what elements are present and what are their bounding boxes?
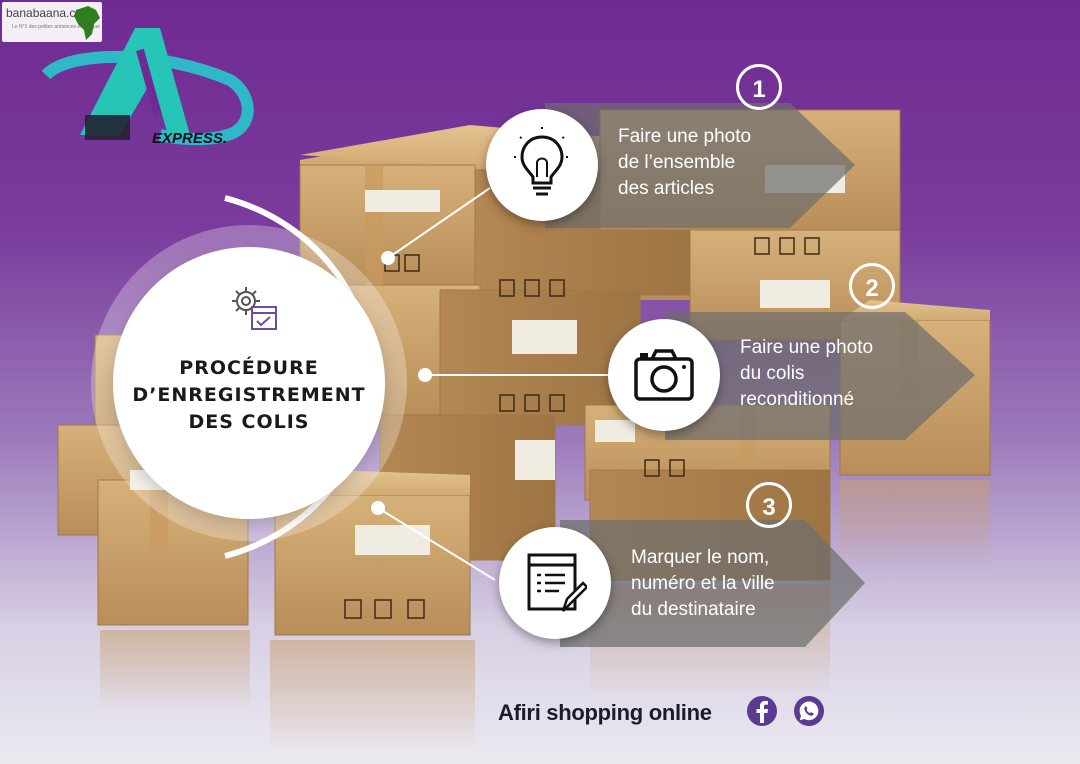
connector-dot-3	[371, 501, 385, 515]
main-title-line-2: D’ENREGISTREMENT	[132, 384, 366, 406]
step-2-line-1: Faire une photo	[740, 337, 874, 358]
main-title-line-3: DES COLIS	[188, 411, 310, 433]
step-3-text: Marquer le nom, numéro et la ville du de…	[631, 545, 775, 623]
footer-shop-name: Afiri shopping online	[498, 700, 712, 725]
step-1-line-3: des articles	[618, 178, 715, 199]
step-3-line-3: du destinataire	[631, 599, 756, 620]
step-2-line-3: reconditionné	[740, 389, 855, 410]
watermark-tagline: Le N°1 des petites annonces en Afrique	[12, 24, 100, 30]
connector-line-1	[387, 187, 491, 259]
express-logo: EXPRESS.	[40, 20, 260, 150]
watermark-site: banabaana.com	[6, 6, 93, 20]
connector-dot-1	[381, 251, 395, 265]
step-3-number: 3	[746, 482, 792, 528]
form-pencil-icon	[527, 553, 587, 612]
connector-line-3	[377, 507, 496, 581]
step-1-line-1: Faire une photo	[618, 126, 752, 147]
step-3-line-2: numéro et la ville	[631, 573, 775, 594]
step-1-banner	[545, 103, 855, 228]
step-2-text: Faire une photo du colis reconditionné	[740, 335, 873, 413]
step-1-text: Faire une photo de l’ensemble des articl…	[618, 124, 751, 202]
gear-checklist-icon	[232, 287, 277, 330]
express-logo-mark	[41, 28, 254, 146]
step-3-banner	[560, 520, 865, 647]
express-logo-text: EXPRESS.	[152, 130, 228, 147]
banabaana-watermark[interactable]: banabaana.com Le N°1 des petites annonce…	[2, 2, 102, 42]
step-1-number: 1	[736, 64, 782, 110]
step-1-line-2: de l’ensemble	[618, 152, 736, 173]
step-2-line-2: du colis	[740, 363, 805, 384]
step-2-banner	[665, 312, 975, 440]
lightbulb-icon	[514, 127, 570, 196]
main-title-circle: PROCÉDURE D’ENREGISTREMENT DES COLIS	[113, 247, 385, 519]
camera-icon	[634, 349, 694, 401]
facebook-icon[interactable]	[746, 695, 778, 727]
africa-map-icon	[74, 6, 100, 40]
main-title: PROCÉDURE D’ENREGISTREMENT DES COLIS	[113, 355, 385, 436]
step-2-number: 2	[849, 263, 895, 309]
main-title-line-1: PROCÉDURE	[179, 357, 319, 379]
step-1-icon-circle	[486, 109, 598, 221]
step-2-icon-circle	[608, 319, 720, 431]
step-3-line-1: Marquer le nom,	[631, 547, 770, 568]
whatsapp-icon[interactable]	[793, 695, 825, 727]
step-3-icon-circle	[499, 527, 611, 639]
connector-dot-2	[418, 368, 432, 382]
